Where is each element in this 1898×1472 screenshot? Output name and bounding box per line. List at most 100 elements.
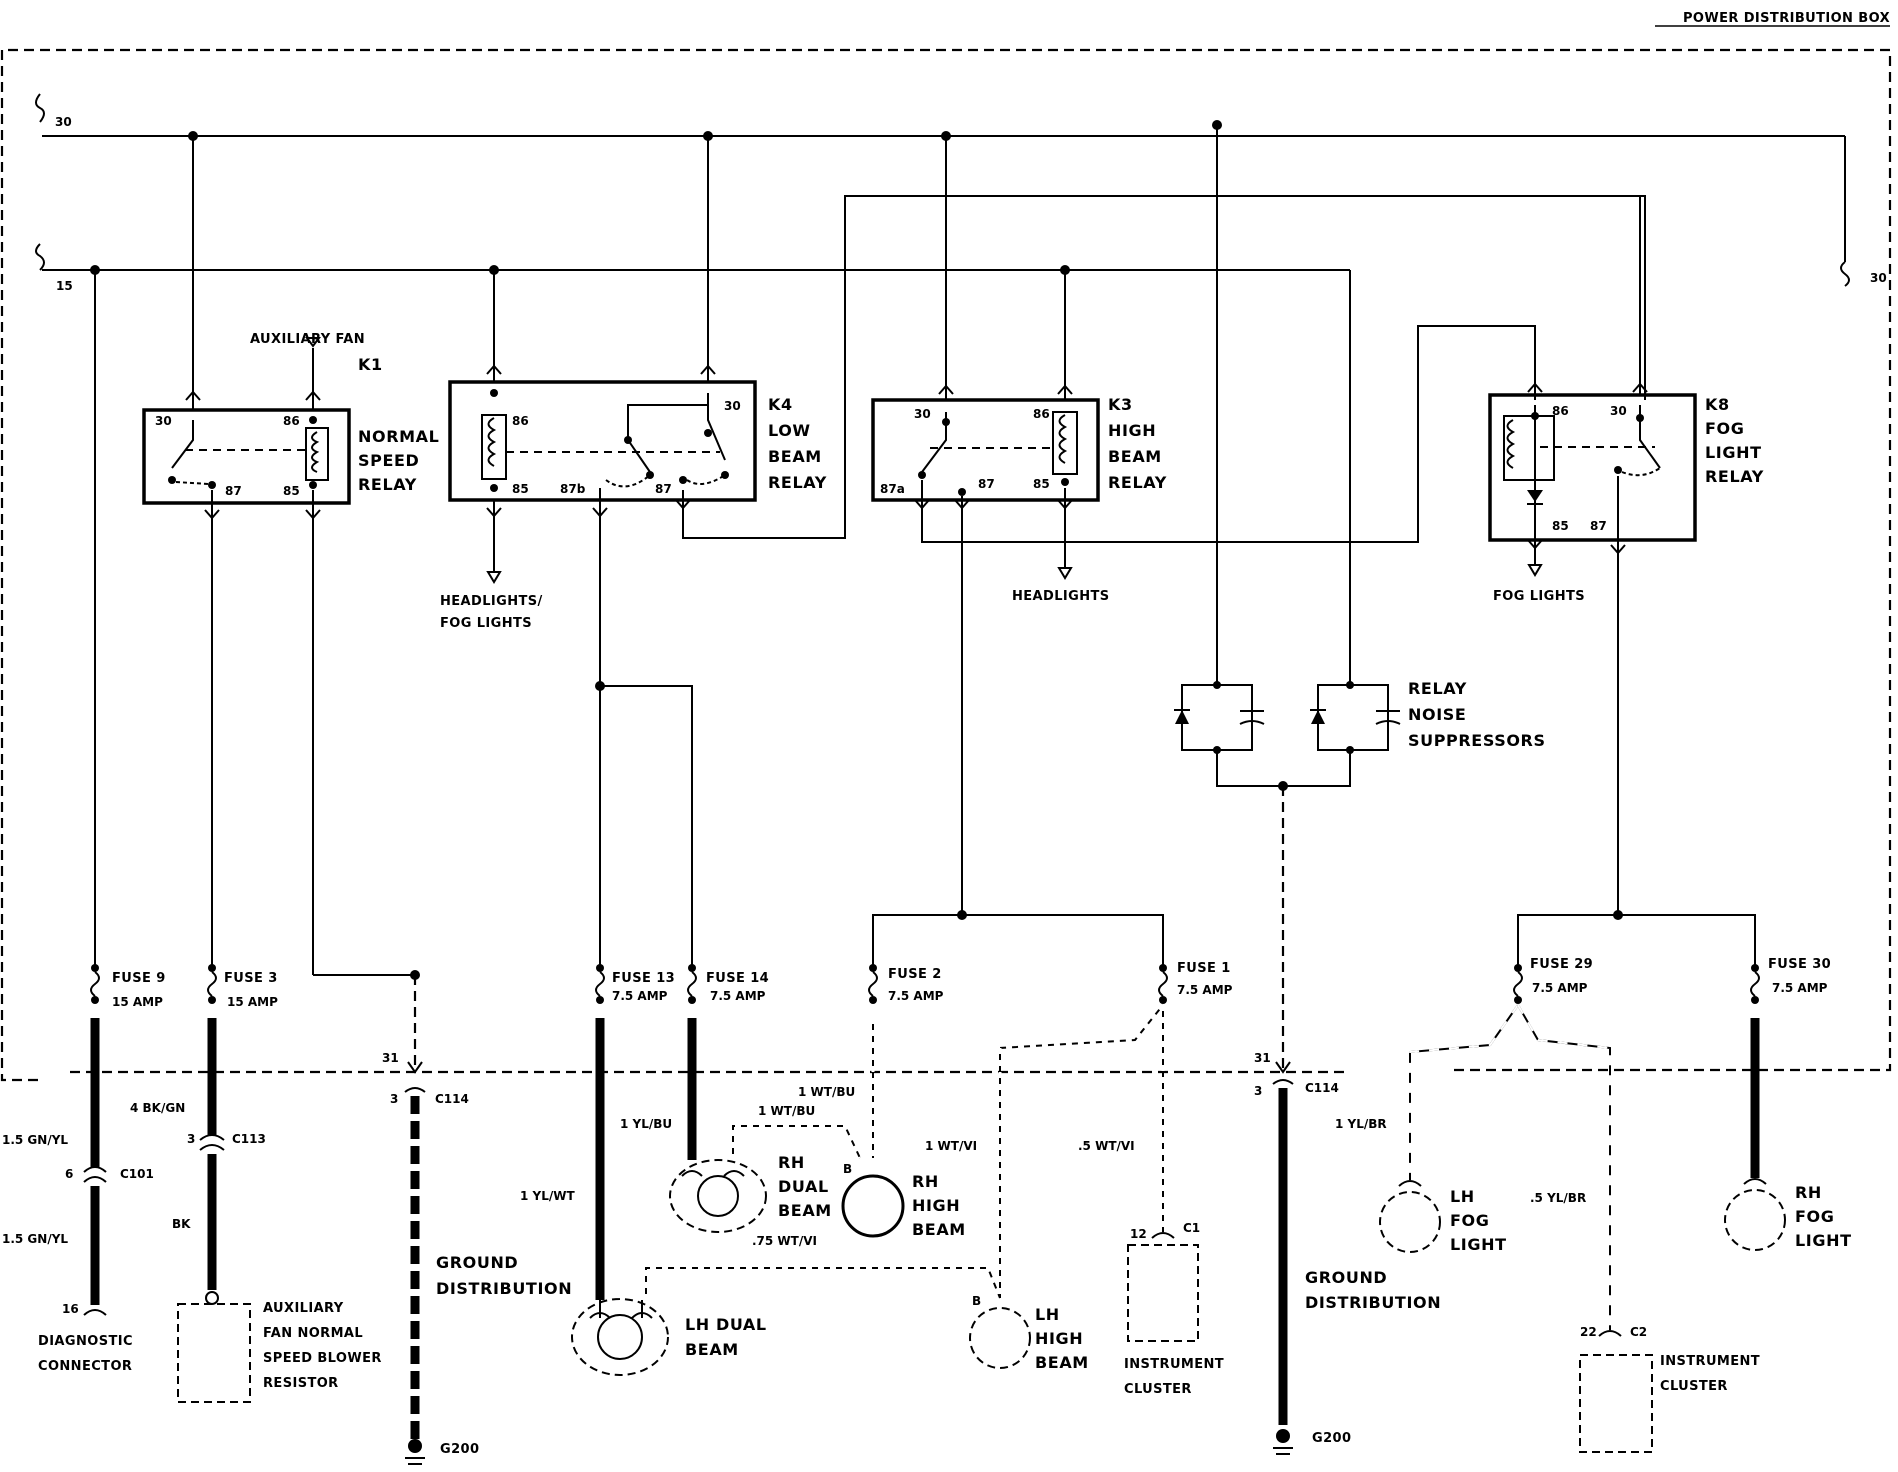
k4-30-arrow	[700, 364, 716, 375]
fuse-29-name: FUSE 29	[1530, 957, 1593, 972]
c114-b-pin-top: 31	[1254, 1051, 1271, 1065]
k4-contact	[679, 476, 687, 484]
lh-fog-label-3: LIGHT	[1450, 1235, 1507, 1254]
k8-switch-arm	[1639, 405, 1661, 469]
junction	[1212, 120, 1222, 130]
junction	[1213, 681, 1221, 689]
k1-86-arrow	[305, 390, 321, 401]
k3-pin-86: 86	[1033, 407, 1050, 421]
c114-b-pin: 3	[1254, 1084, 1262, 1098]
suppressor2-diode	[1311, 710, 1325, 724]
junction	[490, 484, 498, 492]
suppressors-common	[1216, 750, 1351, 787]
fuse-2-name: FUSE 2	[888, 967, 942, 982]
headlights-fog-arrow	[486, 571, 502, 584]
k8-pin-30: 30	[1610, 404, 1627, 418]
fuse-29: FUSE 29 7.5 AMP	[1513, 957, 1593, 1004]
fuse-30-name: FUSE 30	[1768, 957, 1831, 972]
k1-switch-arm	[171, 420, 194, 469]
junction	[1060, 265, 1070, 275]
fuse-14-name: FUSE 14	[706, 971, 769, 986]
junction	[309, 416, 317, 424]
k3-relay-box	[871, 398, 1100, 502]
k4-line-3: RELAY	[768, 473, 827, 492]
k4-pin-85: 85	[512, 482, 529, 496]
k1-line-1: NORMAL	[358, 427, 439, 446]
c114-b-name: C114	[1305, 1081, 1339, 1095]
instrument-cluster-2	[1579, 1354, 1653, 1453]
lh-fog-pin-shape	[1398, 1180, 1422, 1187]
junction	[1061, 478, 1069, 486]
suppressor2	[1317, 684, 1389, 751]
g200-a-point	[408, 1439, 422, 1453]
ground1-label-1: GROUND	[436, 1253, 518, 1272]
k4-87-link	[686, 474, 726, 485]
c113-lower-pin	[199, 1144, 225, 1151]
wire-4-bk-gn: 4 BK/GN	[130, 1101, 185, 1115]
suppressor2-cap-b	[1375, 720, 1401, 725]
c101-upper-pin	[83, 1166, 107, 1173]
fuse-13-rating: 7.5 AMP	[612, 989, 668, 1003]
ground2-label-2: DISTRIBUTION	[1305, 1293, 1441, 1312]
noise-label-3: SUPPRESSORS	[1408, 731, 1546, 750]
suppressor1	[1181, 684, 1253, 751]
junction	[490, 389, 498, 397]
k4-87b-link	[605, 474, 651, 488]
fuse-30: FUSE 30 7.5 AMP	[1750, 957, 1831, 1004]
junction	[188, 131, 198, 141]
bus-15-break	[35, 243, 45, 271]
harness-1-yl-br-inner	[1409, 1004, 1519, 1180]
k3-87a-arrow	[914, 499, 930, 510]
fuse-29-rating: 7.5 AMP	[1532, 981, 1588, 995]
wire-1-wt-bu-b: 1 WT/BU	[758, 1104, 815, 1118]
fuse-14-rating: 7.5 AMP	[710, 989, 766, 1003]
aux-fan-label: AUXILIARY FAN	[250, 332, 365, 347]
k8-relay-box	[1488, 393, 1697, 542]
fuse-1-rating: 7.5 AMP	[1177, 983, 1233, 997]
noise-label-1: RELAY	[1408, 679, 1467, 698]
k8-to-fuse30	[1618, 914, 1756, 965]
aux-resistor-label-3: SPEED BLOWER	[263, 1351, 382, 1366]
k8-id: K8	[1705, 395, 1730, 414]
c114-a-pin: 3	[390, 1092, 398, 1106]
lh-dual-leads	[599, 1300, 643, 1318]
diag-label-2: CONNECTOR	[38, 1359, 132, 1374]
rh-dual-terminal-a	[681, 1170, 703, 1177]
rh-fog-pin-shape	[1743, 1178, 1767, 1185]
lh-dual-label-2: BEAM	[685, 1340, 739, 1359]
k1-contact	[168, 476, 176, 484]
junction	[703, 131, 713, 141]
rh-high-beam-lamp	[841, 1174, 905, 1238]
bus-30-break	[35, 93, 45, 123]
k4-relay-box	[448, 380, 757, 502]
c114-b-arrow	[1275, 1061, 1291, 1074]
junction	[704, 429, 712, 437]
resistor-terminal	[205, 1291, 219, 1305]
wire-1-yl-bu: 1 YL/BU	[620, 1117, 672, 1131]
c2-pin: 22	[1580, 1325, 1597, 1339]
junction	[1346, 681, 1354, 689]
instr2-label-2: CLUSTER	[1660, 1379, 1728, 1394]
c2-name: C2	[1630, 1325, 1647, 1339]
bus-30-right-break	[1840, 261, 1850, 287]
k3-contact	[918, 471, 926, 479]
lh-fog-light-lamp	[1379, 1191, 1441, 1253]
lh-dual-beam-lamp	[571, 1298, 669, 1376]
k4-to-fuse14	[600, 685, 693, 965]
k8-87-arrow	[1610, 544, 1626, 555]
fuse-14: FUSE 14 7.5 AMP	[687, 964, 769, 1004]
k3-coil	[1052, 411, 1078, 475]
c2-pin-shape	[1598, 1330, 1622, 1337]
k3-pin-87: 87	[978, 477, 995, 491]
fuse-13: FUSE 13 7.5 AMP	[595, 964, 675, 1004]
k4-87-arrow	[675, 499, 691, 510]
lh-high-label-2: HIGH	[1035, 1329, 1083, 1348]
harness-1-wt-vi-inner	[998, 1004, 1165, 1298]
c1-name: C1	[1183, 1221, 1200, 1235]
k8-contact-link	[1621, 467, 1661, 477]
k4-coil	[481, 414, 507, 480]
c114-a-pin-top: 31	[382, 1051, 399, 1065]
c113-upper-pin	[199, 1134, 225, 1141]
k8-diode	[1527, 490, 1543, 502]
